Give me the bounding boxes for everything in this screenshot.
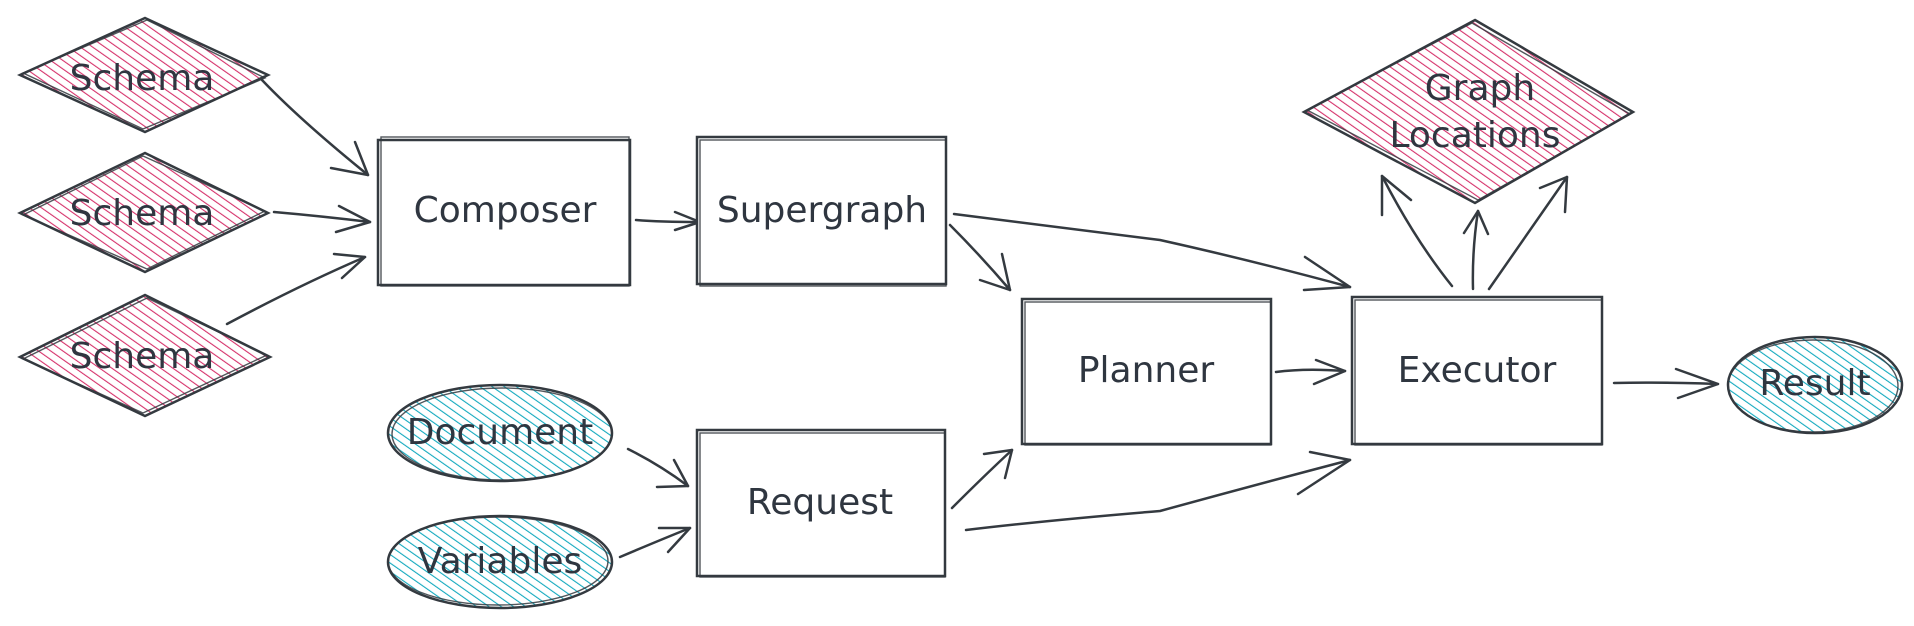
edge-executor-to-graph-locations <box>1380 174 1569 291</box>
edge-supergraph-to-planner <box>948 223 1012 292</box>
schema-node-1: Schema <box>16 16 271 134</box>
variables-node: Variables <box>386 514 614 610</box>
composer-node: Composer <box>376 136 632 287</box>
edge-request-to-executor <box>964 450 1352 532</box>
planner-label: Planner <box>1078 350 1215 391</box>
graph-locations-label-line2: Locations <box>1389 115 1560 156</box>
graph-locations-label-line1: Graph <box>1425 68 1535 109</box>
executor-node: Executor <box>1350 295 1604 446</box>
edge-schema-1-to-composer <box>260 78 370 177</box>
schema-node-3: Schema <box>17 293 273 418</box>
request-node: Request <box>695 428 947 578</box>
document-label: Document <box>407 412 594 453</box>
supergraph-label: Supergraph <box>717 190 927 231</box>
variables-label: Variables <box>418 541 583 582</box>
supergraph-node: Supergraph <box>695 135 948 287</box>
schema-3-label: Schema <box>70 336 215 377</box>
result-node: Result <box>1726 335 1904 435</box>
edge-variables-to-request <box>618 526 692 559</box>
edge-schema-2-to-composer <box>272 204 372 234</box>
edge-request-to-planner <box>950 448 1014 510</box>
edge-schema-3-to-composer <box>225 252 367 326</box>
result-label: Result <box>1759 363 1870 404</box>
executor-label: Executor <box>1398 350 1557 391</box>
edge-supergraph-to-executor <box>952 212 1352 292</box>
edges <box>225 78 1720 559</box>
composer-label: Composer <box>414 190 597 231</box>
edge-document-to-request <box>626 447 690 489</box>
schema-node-2: Schema <box>17 151 271 274</box>
schema-1-label: Schema <box>70 58 215 99</box>
schema-2-label: Schema <box>70 193 215 234</box>
graph-locations-node: Graph Locations <box>1301 18 1636 205</box>
edge-composer-to-supergraph <box>634 210 702 232</box>
planner-node: Planner <box>1020 297 1273 446</box>
edge-executor-to-result <box>1612 367 1720 400</box>
edge-planner-to-executor <box>1274 358 1347 386</box>
request-label: Request <box>747 482 893 523</box>
document-node: Document <box>386 383 614 483</box>
